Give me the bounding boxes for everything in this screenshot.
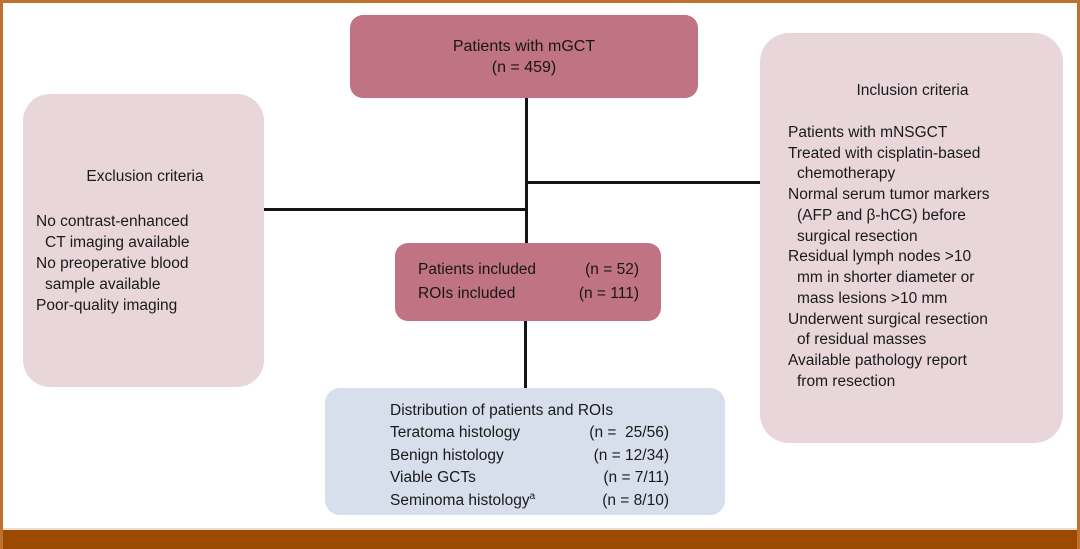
figure-bottom-band [3, 528, 1077, 549]
seminoma-count: (n = 8/10) [602, 491, 669, 509]
connector-top-vertical [525, 97, 528, 244]
benign-label: Benign histology [390, 446, 504, 464]
inclusion-criteria-line: Available pathology report [788, 352, 967, 369]
exclusion-criteria-line: CT imaging available [45, 234, 190, 251]
inclusion-criteria-line: Treated with cisplatin-based [788, 144, 981, 162]
distribution-row-viable-gct: Viable GCTs (n = 7/11) [390, 467, 669, 489]
connector-bottom-vertical [524, 321, 527, 389]
exclusion-criteria-box: Exclusion criteria No contrast-enhanced … [23, 94, 264, 387]
inclusion-criteria-line: from resection [797, 372, 896, 390]
patients-mgct-box: Patients with mGCT (n = 459) [350, 15, 698, 98]
inclusion-criteria-line: Residual lymph nodes >10 [788, 248, 972, 266]
patients-included-row: Patients included (n = 52) [418, 258, 639, 282]
inclusion-criteria-line: mass lesions >10 mm [797, 289, 948, 307]
viable-gct-count: (n = 7/11) [603, 469, 669, 487]
patients-included-label: Patients included [418, 261, 537, 278]
rois-included-label: ROIs included [418, 285, 516, 302]
connector-inclusion-horizontal [525, 181, 763, 184]
patients-included-box: Patients included (n = 52) ROIs included… [395, 243, 661, 321]
exclusion-criteria-line: No preoperative blood [36, 255, 189, 272]
distribution-row-seminoma: Seminoma histologya (n = 8/10) [390, 490, 669, 512]
exclusion-criteria-title: Exclusion criteria [86, 168, 204, 185]
benign-count: (n = 12/34) [593, 446, 669, 464]
seminoma-label: Seminoma histology [390, 491, 530, 509]
inclusion-criteria-line: Underwent surgical resection [788, 310, 988, 328]
inclusion-criteria-title: Inclusion criteria [856, 82, 969, 99]
inclusion-criteria-line: chemotherapy [797, 165, 896, 183]
inclusion-criteria-line: (AFP and β-hCG) before [797, 206, 966, 224]
inclusion-criteria-box: Inclusion criteria Patients with mNSGCT … [760, 33, 1063, 443]
distribution-row-teratoma: Teratoma histology (n = 25/56) [390, 422, 669, 444]
rois-included-row: ROIs included (n = 111) [418, 282, 639, 306]
inclusion-criteria-line: Normal serum tumor markers [788, 186, 990, 203]
footnote-marker: a [529, 490, 536, 502]
teratoma-count: (n = 25/56) [589, 424, 669, 442]
patients-mgct-count: (n = 459) [491, 58, 557, 76]
inclusion-criteria-line: of residual masses [797, 331, 927, 349]
exclusion-criteria-line: No contrast-enhanced [36, 213, 189, 230]
patients-included-count: (n = 52) [585, 261, 639, 278]
viable-gct-label: Viable GCTs [390, 469, 476, 487]
distribution-title: Distribution of patients and ROIs [390, 402, 614, 419]
distribution-row-benign: Benign histology (n = 12/34) [390, 445, 669, 467]
inclusion-criteria-line: mm in shorter diameter or [797, 269, 975, 286]
exclusion-criteria-line: sample available [45, 276, 161, 293]
patients-mgct-label: Patients with mGCT [452, 37, 596, 55]
connector-exclusion-horizontal [263, 208, 528, 211]
inclusion-criteria-line: surgical resection [797, 227, 918, 245]
inclusion-criteria-list: Patients with mNSGCT Treated with cispla… [788, 123, 1055, 393]
inclusion-criteria-line: Patients with mNSGCT [788, 123, 948, 141]
exclusion-criteria-list: No contrast-enhanced CT imaging availabl… [36, 211, 254, 316]
rois-included-count: (n = 111) [578, 285, 639, 302]
teratoma-label: Teratoma histology [390, 424, 521, 442]
distribution-box: Distribution of patients and ROIs Terato… [325, 388, 725, 515]
exclusion-criteria-line: Poor-quality imaging [36, 297, 178, 314]
